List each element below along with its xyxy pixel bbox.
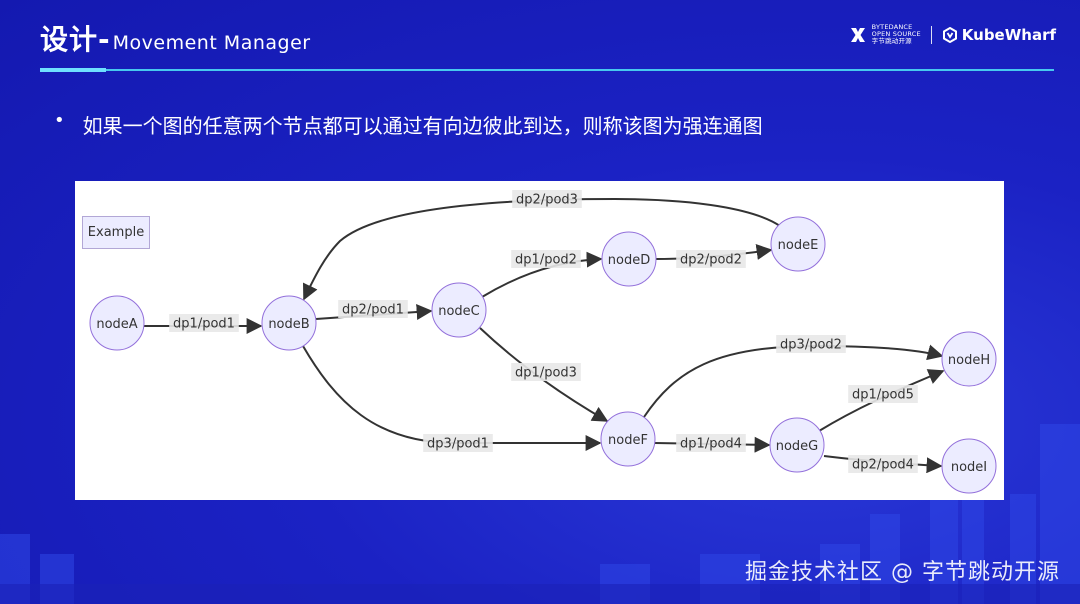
- bullet-point: • 如果一个图的任意两个节点都可以通过有向边彼此到达，则称该图为强连通图: [54, 110, 763, 139]
- edge-label: dp1/pod2: [515, 253, 577, 268]
- logo-separator: [930, 25, 932, 44]
- node-label-nodeE: nodeE: [778, 238, 819, 253]
- edge-label-background: [676, 434, 746, 452]
- node-nodeD: [601, 231, 657, 287]
- city-skyline-background: [0, 424, 1080, 604]
- edge-label: dp3/pod2: [780, 338, 842, 353]
- bytedance-x-icon: [850, 27, 865, 42]
- graph-canvas: dp1/pod1 dp2/pod1 dp1/pod2 dp2/pod2 dp2/pod3…: [89, 190, 997, 494]
- edge-label: dp3/pod1: [427, 437, 489, 452]
- edge-nodeF-nodeH: [643, 344, 944, 418]
- node-nodeF: [600, 411, 656, 467]
- edge-label: dp2/pod2: [680, 253, 742, 268]
- kubewharf-logo: KubeWharf: [942, 26, 1056, 44]
- title-english: Movement Manager: [112, 32, 311, 54]
- edge-nodeC-nodeD: [481, 251, 603, 298]
- bullet-marker: •: [54, 110, 65, 131]
- node-label-nodeA: nodeA: [96, 317, 137, 332]
- node-label-nodeC: nodeC: [438, 304, 480, 319]
- node-nodeE: [770, 216, 826, 272]
- node-nodeI: [941, 438, 997, 494]
- edge-label-background: [423, 434, 493, 452]
- node-nodeC: [431, 282, 487, 338]
- edge-label-background: [848, 455, 918, 473]
- edge-label: dp2/pod4: [852, 458, 914, 473]
- bullet-text: 如果一个图的任意两个节点都可以通过有向边彼此到达，则称该图为强连通图: [82, 114, 763, 138]
- edge-label-background: [511, 250, 581, 268]
- header-divider-accent: [40, 68, 106, 72]
- edge-label-background: [776, 335, 846, 353]
- legend-example-box: Example: [82, 216, 150, 249]
- edge-label: dp1/pod4: [680, 437, 742, 452]
- node-label-nodeD: nodeD: [608, 253, 650, 268]
- node-label-nodeF: nodeF: [608, 433, 648, 448]
- edge-label: dp2/pod1: [342, 303, 404, 318]
- brand-logos: BYTEDANCE OPEN SOURCE 字节跳动开源 KubeWharf: [849, 24, 1056, 45]
- edge-label-background: [338, 300, 408, 318]
- title-chinese: 设计-: [40, 23, 111, 56]
- node-label-nodeB: nodeB: [268, 317, 309, 332]
- open-source-label: OPEN SOURCE: [871, 30, 921, 38]
- legend-example-label: Example: [87, 225, 145, 240]
- header-divider: [40, 69, 1054, 71]
- edge-label-background: [848, 385, 918, 403]
- edge-nodeB-nodeF: [302, 345, 602, 451]
- graph-diagram: dp1/pod1 dp2/pod1 dp1/pod2 dp2/pod2 dp2/pod3…: [75, 181, 1004, 500]
- edge-label-background: [511, 363, 581, 381]
- kubewharf-icon: [942, 26, 957, 43]
- bytedance-cn-label: 字节跳动开源: [871, 37, 912, 45]
- node-nodeB: [261, 295, 317, 351]
- edge-label-background: [676, 250, 746, 268]
- edge-label: dp1/pod5: [852, 388, 914, 403]
- bytedance-open-source-logo: BYTEDANCE OPEN SOURCE 字节跳动开源: [849, 24, 921, 45]
- node-label-nodeH: nodeH: [948, 353, 990, 368]
- node-nodeG: [769, 417, 825, 473]
- slide-title: 设计- Movement Manager: [40, 18, 311, 58]
- edge-label-background: [169, 314, 239, 332]
- edge-nodeE-nodeB: [302, 197, 781, 301]
- edge-label: dp1/pod3: [515, 366, 577, 381]
- node-nodeH: [941, 331, 997, 387]
- edge-label: dp1/pod1: [173, 317, 235, 332]
- edge-label-background: [512, 190, 582, 208]
- node-label-nodeI: nodeI: [951, 460, 987, 475]
- node-label-nodeG: nodeG: [776, 439, 819, 454]
- bytedance-label: BYTEDANCE: [871, 23, 913, 31]
- edge-label: dp2/pod3: [516, 193, 578, 208]
- node-nodeA: [89, 295, 145, 351]
- watermark: 掘金技术社区 @ 字节跳动开源: [745, 560, 1060, 585]
- kubewharf-label: KubeWharf: [961, 25, 1056, 44]
